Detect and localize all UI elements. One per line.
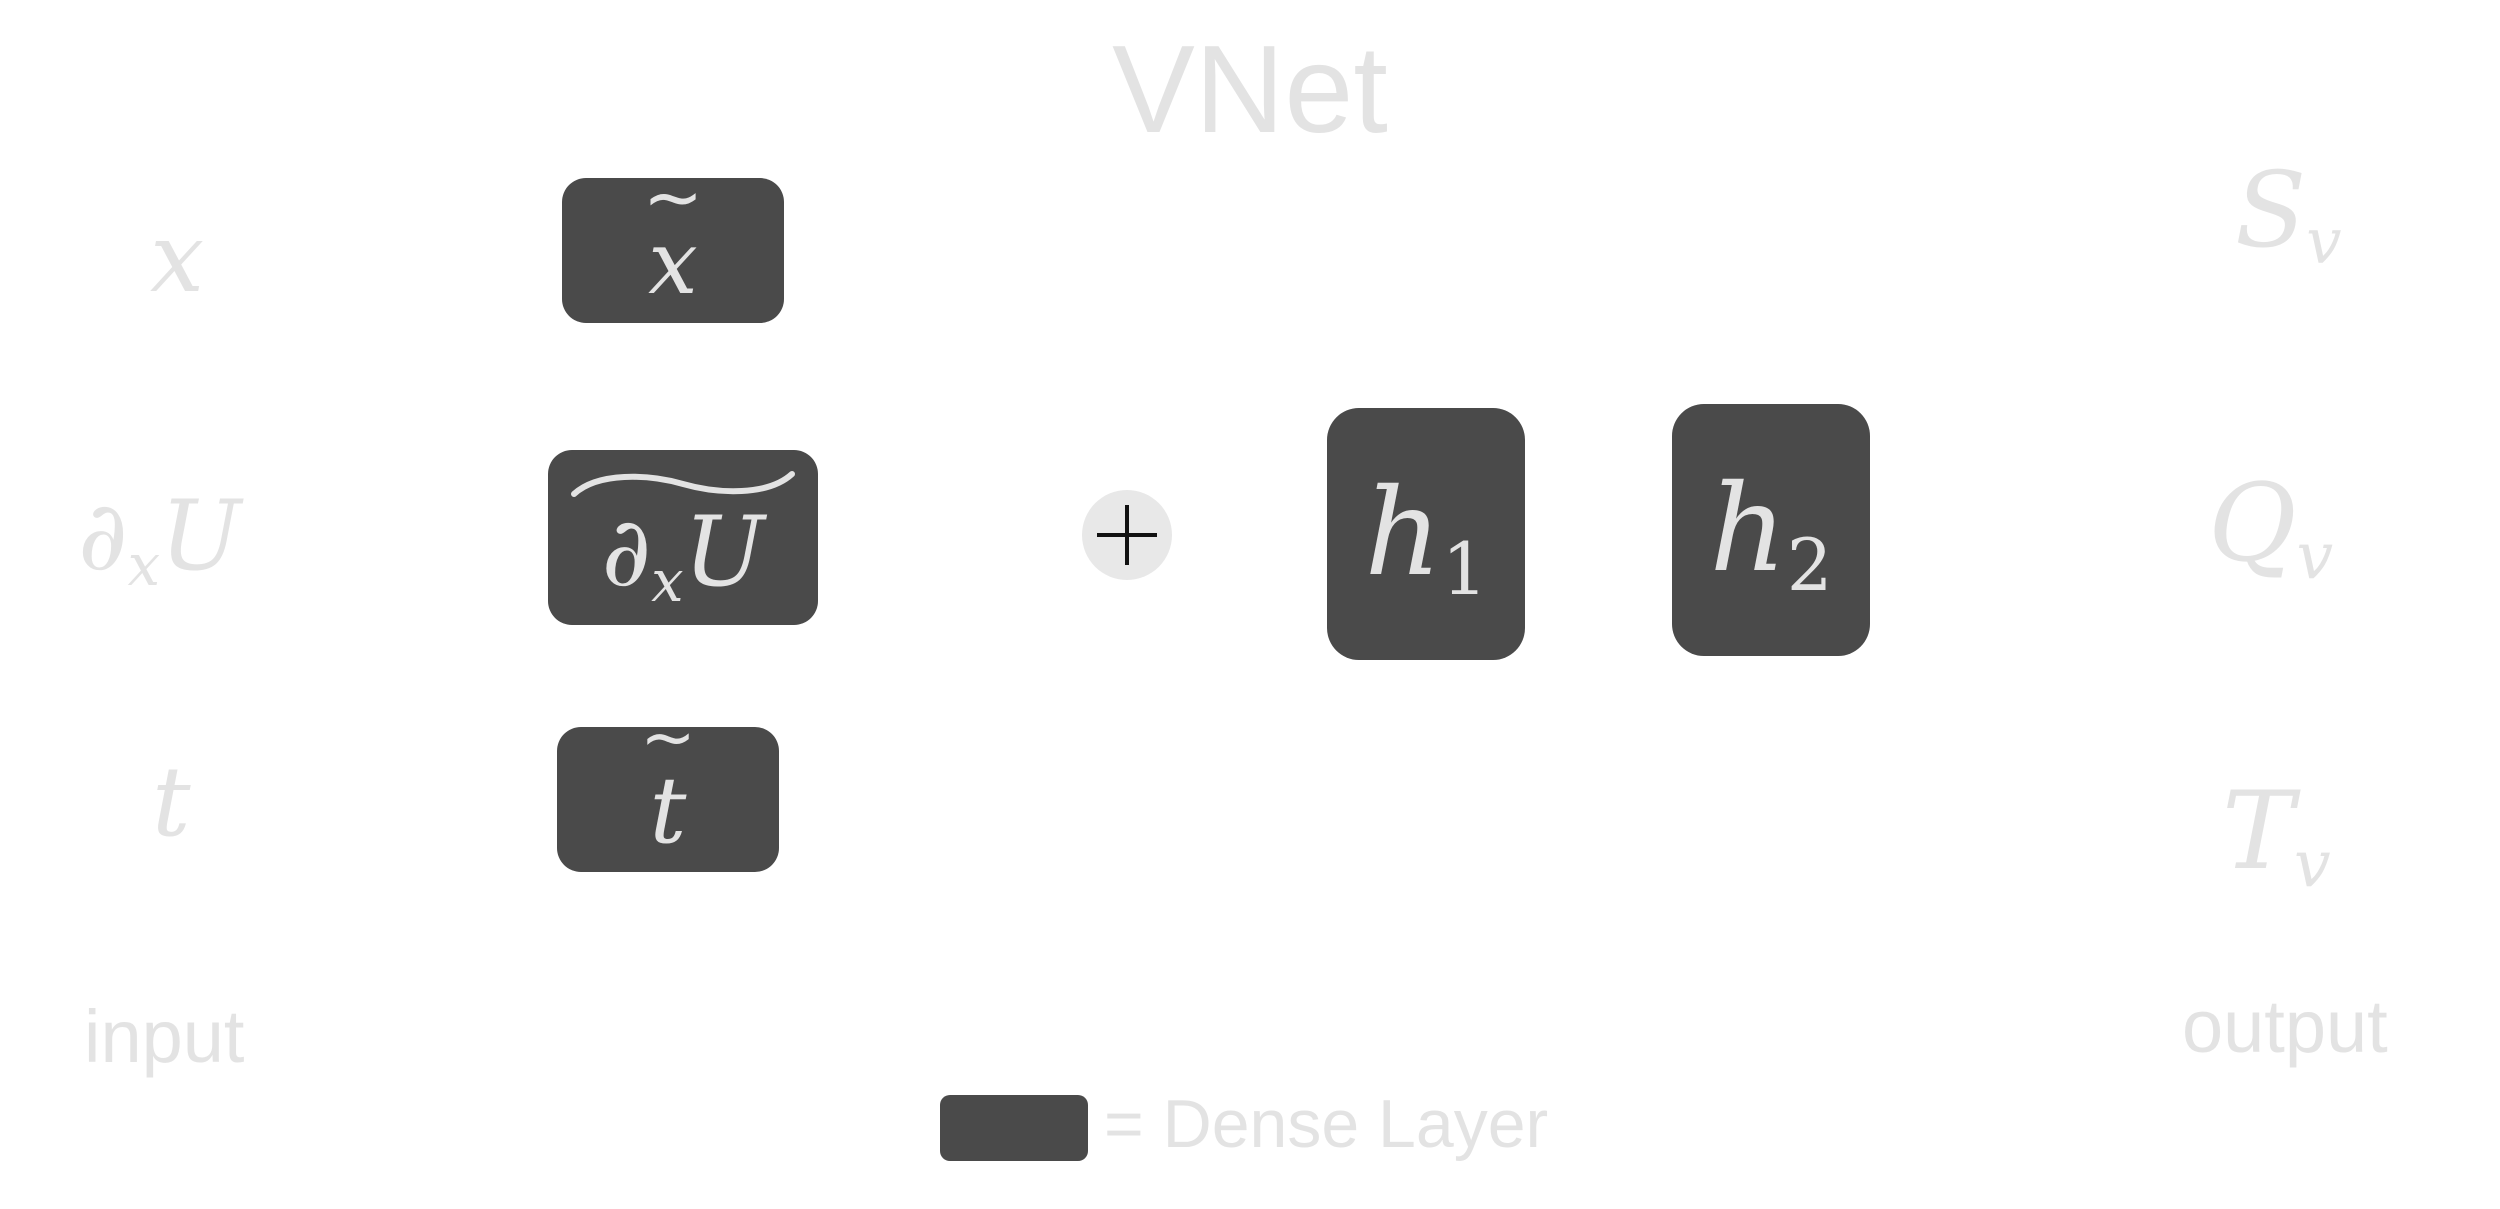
- input-x: x: [150, 202, 205, 314]
- layer-dxu-tilde: ∂xU: [548, 450, 818, 625]
- wide-tilde-icon: [571, 471, 795, 497]
- input-dxu-var: U: [160, 480, 242, 592]
- t-tilde-var: t: [649, 756, 687, 864]
- output-qv-var: Q: [2208, 461, 2297, 586]
- output-qv-sub: v: [2296, 519, 2334, 595]
- h2-sub: 2: [1786, 523, 1833, 608]
- output-tv-var: T: [2222, 769, 2295, 894]
- input-dxu-sub: x: [127, 532, 161, 600]
- h2-var: h: [1709, 460, 1787, 599]
- h1-symbol: h1: [1364, 474, 1487, 606]
- x-tilde-symbol: ~ x: [643, 161, 703, 307]
- x-tilde-var: x: [648, 210, 698, 314]
- output-sv: Sv: [2235, 158, 2342, 273]
- input-caption: input: [84, 995, 245, 1078]
- dxu-tilde-symbol: ∂xU: [601, 476, 764, 610]
- h1-sub: 1: [1441, 527, 1488, 612]
- diagram-title: VNet: [1112, 21, 1388, 159]
- output-sv-var: S: [2235, 149, 2307, 271]
- concat-plus-icon: [1082, 490, 1172, 580]
- dxu-tilde-sub: x: [651, 547, 684, 615]
- dxu-tilde-var: U: [683, 495, 765, 608]
- tilde-icon: ~: [642, 154, 704, 239]
- layer-h1: h1: [1327, 408, 1525, 660]
- output-tv-sub: v: [2294, 827, 2331, 903]
- output-sv-sub: v: [2306, 205, 2342, 279]
- dxu-tilde-partial: ∂: [601, 495, 652, 608]
- input-t: t: [152, 746, 191, 858]
- tilde-icon: ~: [640, 698, 696, 776]
- h1-var: h: [1364, 464, 1442, 603]
- layer-h2: h2: [1672, 404, 1870, 656]
- h2-symbol: h2: [1709, 470, 1832, 602]
- output-qv: Qv: [2208, 470, 2333, 590]
- legend-text: = Dense Layer: [1104, 1086, 1549, 1162]
- legend-dense-layer-swatch: [940, 1095, 1088, 1161]
- output-tv: Tv: [2222, 778, 2331, 898]
- input-dxu: ∂xU: [78, 488, 241, 594]
- t-tilde-symbol: ~ t: [640, 704, 695, 857]
- layer-t-tilde: ~ t: [557, 704, 779, 872]
- output-caption: output: [2182, 985, 2388, 1068]
- layer-x-tilde: ~ x: [562, 161, 784, 323]
- input-dxu-partial: ∂: [78, 480, 128, 592]
